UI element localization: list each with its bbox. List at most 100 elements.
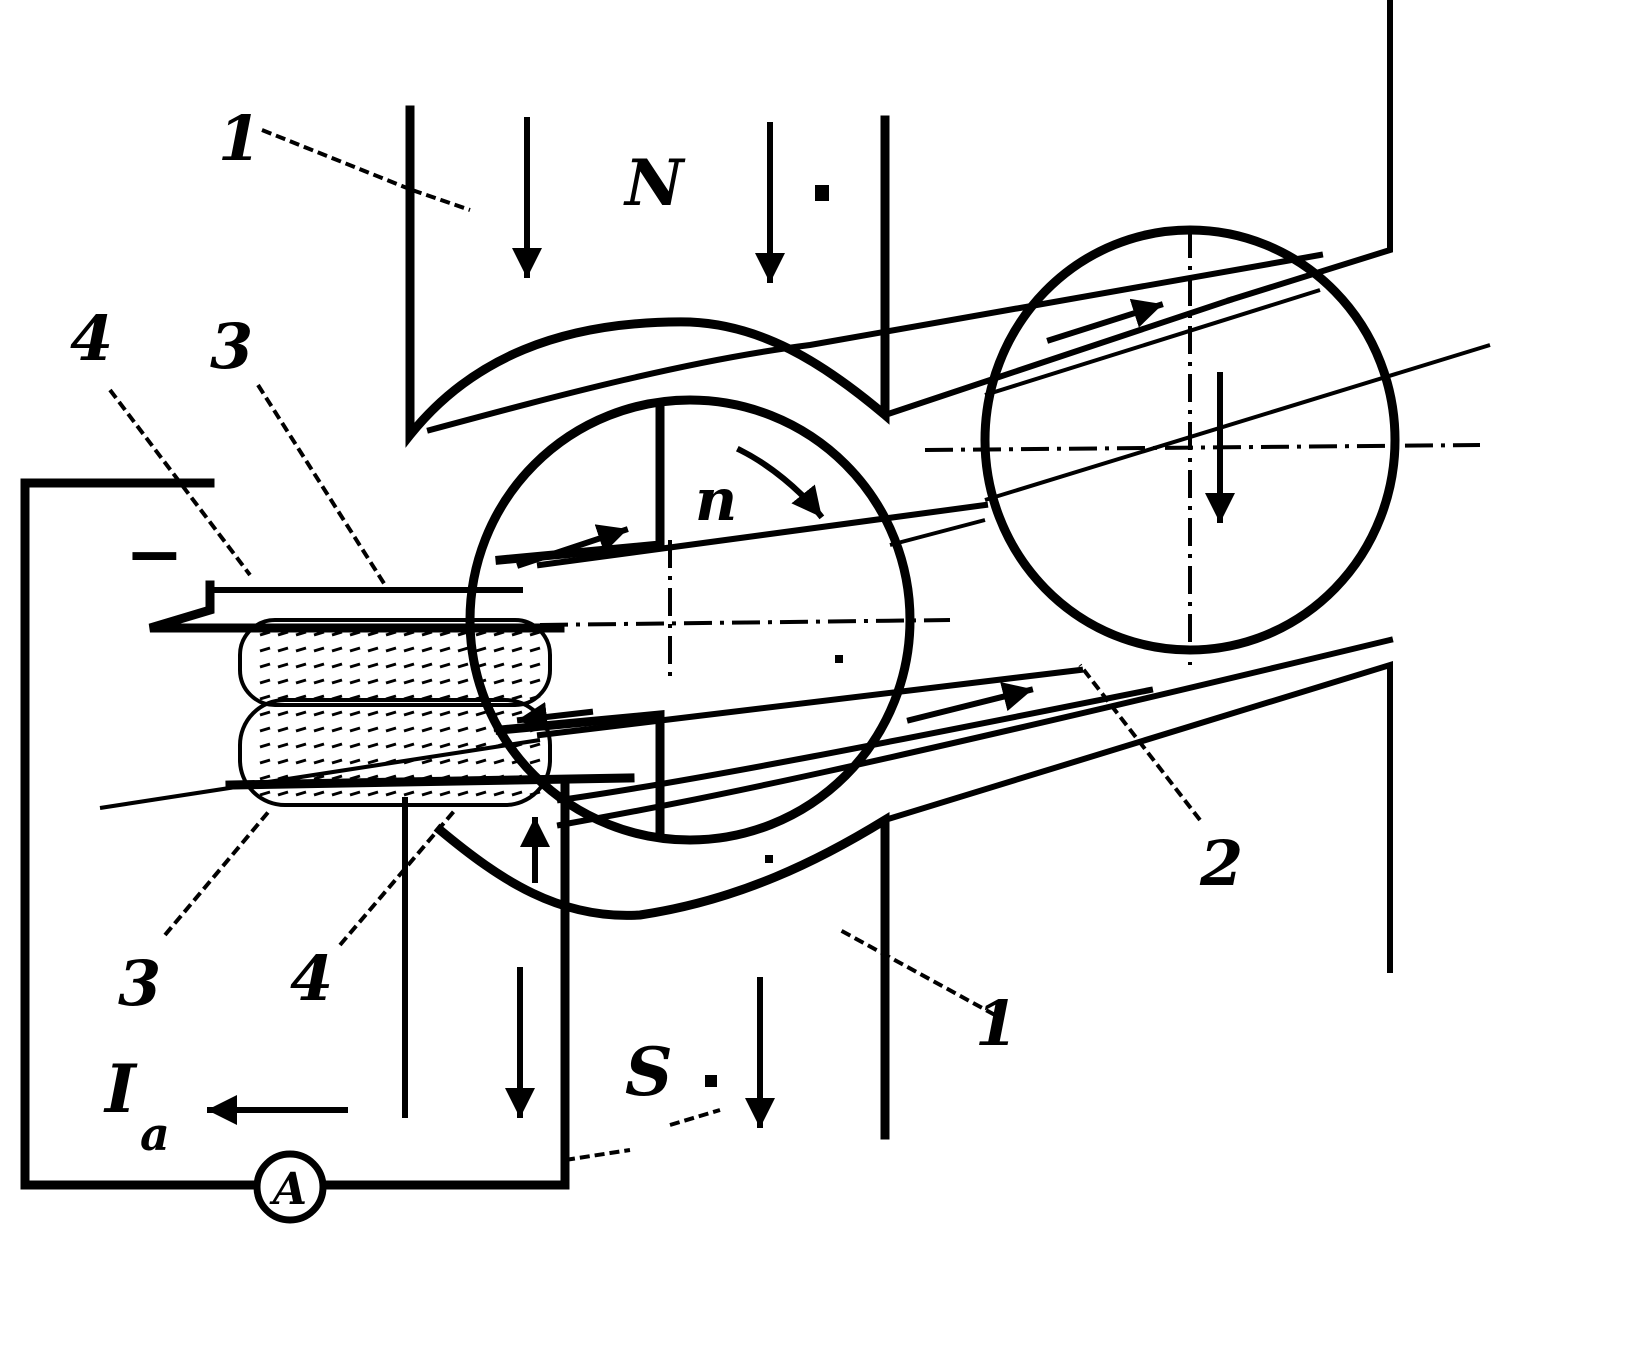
brush-hatch-mark — [457, 790, 469, 797]
brush-hatch-mark — [295, 742, 307, 749]
brush-hatch-mark — [349, 742, 361, 749]
brush-hatch-mark — [475, 726, 487, 733]
brush-hatch-mark — [277, 774, 289, 781]
brush-hatch-mark — [349, 790, 361, 797]
brush-hatch-mark — [331, 710, 343, 717]
brush-hatch-mark — [439, 726, 451, 733]
brush-hatch-mark — [295, 678, 307, 685]
brush-hatch-mark — [529, 678, 541, 685]
brush-hatch-mark — [493, 646, 505, 653]
brush-hatch-mark — [493, 678, 505, 685]
brush-hatch-mark — [331, 742, 343, 749]
brush-hatch-mark — [439, 710, 451, 717]
brush-hatch-mark — [421, 678, 433, 685]
brush-upper — [238, 618, 552, 707]
brush-hatch-mark — [259, 758, 271, 765]
brush-hatch-mark — [439, 790, 451, 797]
brush-hatch-mark — [457, 742, 469, 749]
brush-hatch-mark — [349, 726, 361, 733]
svg-text:A: A — [269, 1164, 307, 1215]
brush-hatch-mark — [367, 646, 379, 653]
brush-hatch-mark — [403, 678, 415, 685]
brush-hatch-mark — [439, 678, 451, 685]
brush-hatch-mark — [295, 726, 307, 733]
brush-hatch-mark — [259, 710, 271, 717]
label-2: 2 — [1199, 827, 1243, 900]
brush-hatch-mark — [493, 742, 505, 749]
brush-hatch-mark — [331, 646, 343, 653]
brush-hatch-mark — [259, 790, 271, 797]
brush-hatch-mark — [529, 758, 541, 765]
rotation-label: n — [695, 466, 737, 534]
brush-hatch-mark — [493, 726, 505, 733]
brush-hatch-mark — [385, 662, 397, 669]
brush-hatch-mark — [313, 662, 325, 669]
brush-hatch-mark — [403, 790, 415, 797]
label-1-top: 1 — [218, 102, 261, 175]
brush-hatch-mark — [439, 646, 451, 653]
flux-arrows — [207, 117, 1235, 1128]
brush-hatch-mark — [421, 790, 433, 797]
brush-hatch-mark — [457, 710, 469, 717]
brush-hatch-mark — [475, 742, 487, 749]
brush-hatch-mark — [457, 726, 469, 733]
label-1-bottom: 1 — [975, 987, 1018, 1060]
brush-hatch-mark — [313, 710, 325, 717]
brush-hatch-mark — [403, 646, 415, 653]
pole-south-label: S — [625, 1033, 673, 1111]
brush-hatch-mark — [313, 742, 325, 749]
brush-holders — [148, 580, 635, 790]
brush-hatch-mark — [367, 710, 379, 717]
brush-hatch-mark — [457, 646, 469, 653]
brush-hatch-mark — [277, 710, 289, 717]
leader-lines — [108, 128, 1202, 1162]
brush-hatch-mark — [367, 662, 379, 669]
brush-hatch-mark — [475, 710, 487, 717]
label-3-top: 3 — [210, 310, 253, 383]
brush-hatch-mark — [295, 790, 307, 797]
pole-north-label: N — [623, 146, 686, 221]
brush-hatch-mark — [367, 726, 379, 733]
north-pole-piece — [405, 0, 1393, 448]
brush-hatch-mark — [403, 726, 415, 733]
polarity-sign: − — [125, 512, 184, 595]
south-pole-piece — [433, 636, 1394, 1140]
current-subscript: a — [140, 1107, 170, 1161]
brush-hatch-mark — [277, 742, 289, 749]
brush-hatch-mark — [511, 694, 523, 701]
brush-hatch-mark — [367, 742, 379, 749]
brush-hatch-mark — [529, 694, 541, 701]
brush-hatch-mark — [277, 790, 289, 797]
brush-hatch-mark — [331, 790, 343, 797]
brush-hatch-mark — [295, 758, 307, 765]
brush-hatch-mark — [403, 662, 415, 669]
brush-hatch-mark — [277, 646, 289, 653]
brush-hatch-mark — [511, 678, 523, 685]
brush-hatch-mark — [457, 662, 469, 669]
label-4-top: 4 — [70, 302, 113, 375]
brush-hatch-mark — [367, 790, 379, 797]
brush-hatch-mark — [421, 710, 433, 717]
brush-hatch-mark — [277, 662, 289, 669]
brush-hatch-mark — [439, 662, 451, 669]
ammeter-icon: A — [253, 1150, 327, 1224]
brush-hatch-mark — [529, 662, 541, 669]
brush-hatch-mark — [385, 646, 397, 653]
brush-hatch-mark — [421, 742, 433, 749]
brush-hatch-mark — [313, 646, 325, 653]
brush-hatch-mark — [313, 726, 325, 733]
brush-hatch-mark — [385, 742, 397, 749]
brush-hatch-mark — [331, 758, 343, 765]
labels: 1 4 3 N n − 3 4 I a S 1 2 — [70, 102, 1243, 1161]
brush-hatch-mark — [367, 758, 379, 765]
brush-hatch-mark — [295, 646, 307, 653]
brush-hatch-mark — [403, 710, 415, 717]
brush-hatch-mark — [349, 662, 361, 669]
brush-hatch-mark — [295, 710, 307, 717]
brush-hatch-mark — [277, 758, 289, 765]
brush-hatch-mark — [511, 646, 523, 653]
brush-hatch-mark — [511, 742, 523, 749]
brush-hatch-mark — [385, 726, 397, 733]
brush-hatch-mark — [349, 758, 361, 765]
